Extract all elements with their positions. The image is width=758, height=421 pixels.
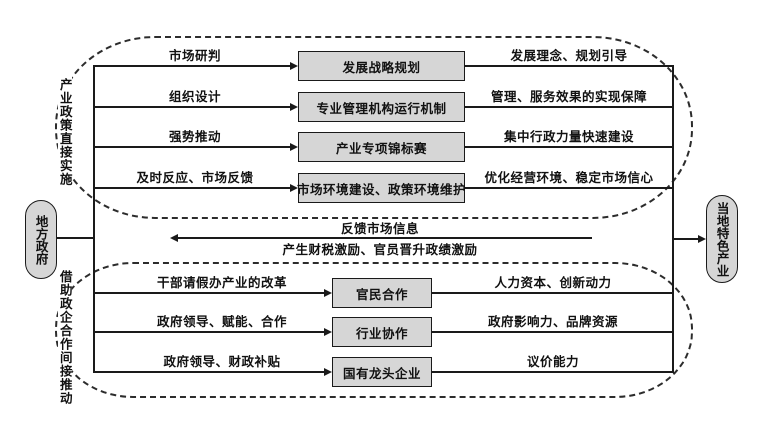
local-industry-node: 当地特色产业 xyxy=(706,195,738,283)
process-box: 专业管理机构运行机制 xyxy=(298,92,465,122)
arrowhead-right-icon xyxy=(324,328,332,336)
outcome-label: 人力资本、创新动力 xyxy=(494,275,612,290)
connector-line xyxy=(93,292,326,294)
arrowhead-right-icon xyxy=(324,289,332,297)
flow-label: 政府领导、赋能、合作 xyxy=(156,314,287,329)
process-box: 发展战略规划 xyxy=(298,51,465,81)
process-box: 行业协作 xyxy=(332,317,432,347)
arrowhead-right-icon xyxy=(290,143,298,151)
direct-implementation-group-border xyxy=(55,36,693,219)
right-oval-connector-line xyxy=(674,238,700,240)
feedback-arrow-line xyxy=(177,237,592,239)
bottom-group-side-label: 借助政企合作间接推动 xyxy=(57,268,73,407)
connector-line xyxy=(93,65,291,67)
left-trunk-line xyxy=(93,65,95,373)
flow-label: 及时反应、市场反馈 xyxy=(136,170,254,185)
arrowhead-right-icon xyxy=(698,235,706,243)
local-government-node: 地方政府 xyxy=(25,200,57,279)
outcome-label: 集中行政力量快速建设 xyxy=(503,129,634,144)
feedback-label-top: 反馈市场信息 xyxy=(340,221,419,236)
indirect-promotion-group-border xyxy=(55,262,693,398)
connector-line xyxy=(93,187,291,189)
process-box: 市场环境建设、政策环境维护 xyxy=(297,173,466,203)
local-industry-label: 当地特色产业 xyxy=(714,201,730,277)
outcome-label: 议价能力 xyxy=(526,354,579,369)
connector-line xyxy=(93,331,326,333)
flow-label: 组织设计 xyxy=(168,89,221,104)
arrowhead-right-icon xyxy=(324,368,332,376)
connector-line xyxy=(432,292,674,294)
arrowhead-left-icon xyxy=(170,234,178,242)
flow-label: 干部请假办产业的改革 xyxy=(156,275,287,290)
connector-line xyxy=(93,371,326,373)
arrowhead-right-icon xyxy=(290,103,298,111)
local-government-label: 地方政府 xyxy=(33,214,49,265)
flow-label: 强势推动 xyxy=(168,129,221,144)
connector-line xyxy=(93,146,291,148)
arrowhead-right-icon xyxy=(290,62,298,70)
connector-line xyxy=(465,65,674,67)
process-box: 国有龙头企业 xyxy=(332,357,432,387)
arrowhead-right-icon xyxy=(290,184,298,192)
connector-line xyxy=(465,187,674,189)
flow-label: 市场研判 xyxy=(168,48,221,63)
right-trunk-line xyxy=(672,65,674,373)
outcome-label: 政府影响力、品牌资源 xyxy=(487,314,618,329)
feedback-label-bottom: 产生财税激励、官员晋升政绩激励 xyxy=(282,242,478,257)
connector-line xyxy=(93,106,291,108)
process-box: 产业专项锦标赛 xyxy=(298,132,465,162)
connector-line xyxy=(432,371,674,373)
connector-line xyxy=(465,146,674,148)
process-box: 官民合作 xyxy=(332,278,432,308)
flow-label: 政府领导、财政补贴 xyxy=(163,354,281,369)
outcome-label: 发展理念、规划引导 xyxy=(510,48,628,63)
outcome-label: 优化经营环境、稳定市场信心 xyxy=(484,170,654,185)
top-group-side-label: 产业政策直接实施 xyxy=(57,76,73,188)
connector-line xyxy=(465,106,674,108)
connector-line xyxy=(432,331,674,333)
outcome-label: 管理、服务效果的实现保障 xyxy=(490,89,647,104)
left-oval-connector-line xyxy=(56,237,93,239)
